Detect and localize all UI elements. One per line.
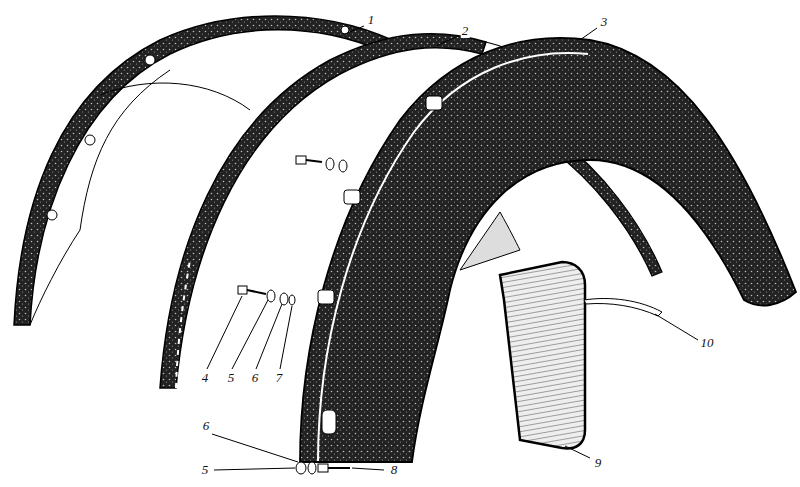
callout-number: 6 xyxy=(202,419,211,433)
fasteners xyxy=(238,156,350,474)
callout-number: 4 xyxy=(201,371,210,385)
mud-shield xyxy=(500,262,585,448)
leader-lines xyxy=(207,26,698,470)
callout-number: 9 xyxy=(594,456,603,470)
callout-number: 5 xyxy=(227,371,236,385)
callout-number: 3 xyxy=(600,15,609,29)
callout-number: 8 xyxy=(390,463,399,477)
callout-number: 5 xyxy=(201,463,210,477)
callout-number: 1 xyxy=(367,13,376,27)
main-fender xyxy=(300,38,796,462)
callout-number: 7 xyxy=(275,371,284,385)
callout-number: 2 xyxy=(461,24,470,38)
callout-number: 6 xyxy=(251,371,260,385)
callout-number: 10 xyxy=(700,336,715,350)
seal-strip xyxy=(584,299,662,317)
